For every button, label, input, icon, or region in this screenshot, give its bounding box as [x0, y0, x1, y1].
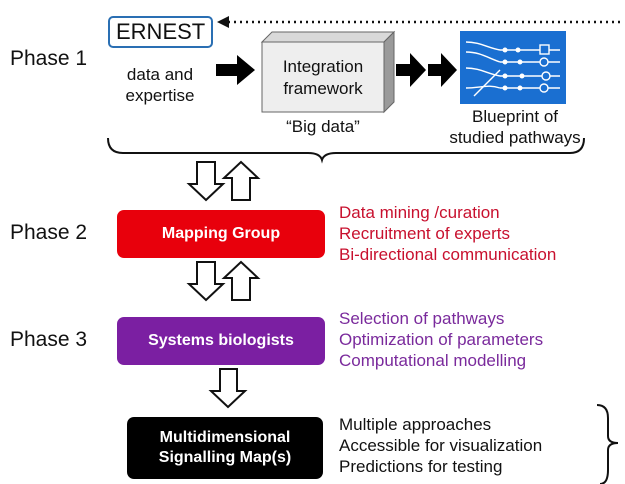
- phase3-item: Selection of pathways: [339, 309, 505, 328]
- blueprint-image: [460, 31, 566, 104]
- blueprint-line-1: Blueprint of: [472, 107, 558, 126]
- arrow-up-1: [221, 160, 261, 201]
- phase2-label: Phase 2: [10, 221, 88, 244]
- arrow-data-to-integration: [216, 55, 255, 85]
- final-items: Multiple approaches Accessible for visua…: [339, 414, 542, 477]
- data-expertise-line-2: expertise: [125, 86, 195, 105]
- arrow-integration-1: [396, 53, 426, 87]
- integration-line-2: framework: [283, 79, 363, 98]
- data-expertise-text: data and expertise: [112, 64, 208, 106]
- arrow-down-3: [208, 368, 248, 409]
- final-item: Predictions for testing: [339, 457, 503, 476]
- phase2-item: Recruitment of experts: [339, 224, 511, 243]
- phase1-label: Phase 1: [10, 47, 88, 70]
- final-brace: [596, 404, 619, 484]
- phase3-item: Computational modelling: [339, 351, 527, 370]
- ernest-logo: ERNEST: [108, 16, 214, 48]
- signalling-map-box: Multidimensional Signalling Map(s): [127, 417, 323, 479]
- signalling-map-line-2: Signalling Map(s): [158, 449, 292, 466]
- final-item: Accessible for visualization: [339, 436, 543, 455]
- data-expertise-line-1: data and: [126, 65, 194, 84]
- phase2-item: Bi-directional communication: [339, 245, 557, 264]
- big-data-label: “Big data”: [286, 117, 360, 136]
- phase3-items: Selection of pathways Optimization of pa…: [339, 308, 543, 371]
- final-item: Multiple approaches: [339, 415, 492, 434]
- arrow-integration-2: [428, 53, 457, 87]
- integration-cube: [260, 30, 396, 114]
- phase3-label: Phase 3: [10, 328, 88, 351]
- systems-biologists-box: Systems biologists: [117, 317, 325, 365]
- arrow-down-1: [186, 161, 226, 202]
- integration-framework-text: Integration framework: [262, 56, 384, 100]
- phase3-item: Optimization of parameters: [339, 330, 544, 349]
- phase2-item: Data mining /curation: [339, 203, 500, 222]
- blueprint-line-2: studied pathways: [449, 128, 581, 147]
- mapping-group-box: Mapping Group: [117, 210, 325, 258]
- arrow-up-2: [221, 260, 261, 301]
- signalling-map-line-1: Multidimensional: [159, 429, 291, 446]
- feedback-arrowhead: [217, 16, 229, 28]
- integration-line-1: Integration: [282, 57, 364, 76]
- phase1-brace: [107, 137, 585, 164]
- blueprint-text: Blueprint of studied pathways: [440, 106, 590, 148]
- arrow-down-2: [186, 261, 226, 302]
- phase2-items: Data mining /curation Recruitment of exp…: [339, 202, 556, 265]
